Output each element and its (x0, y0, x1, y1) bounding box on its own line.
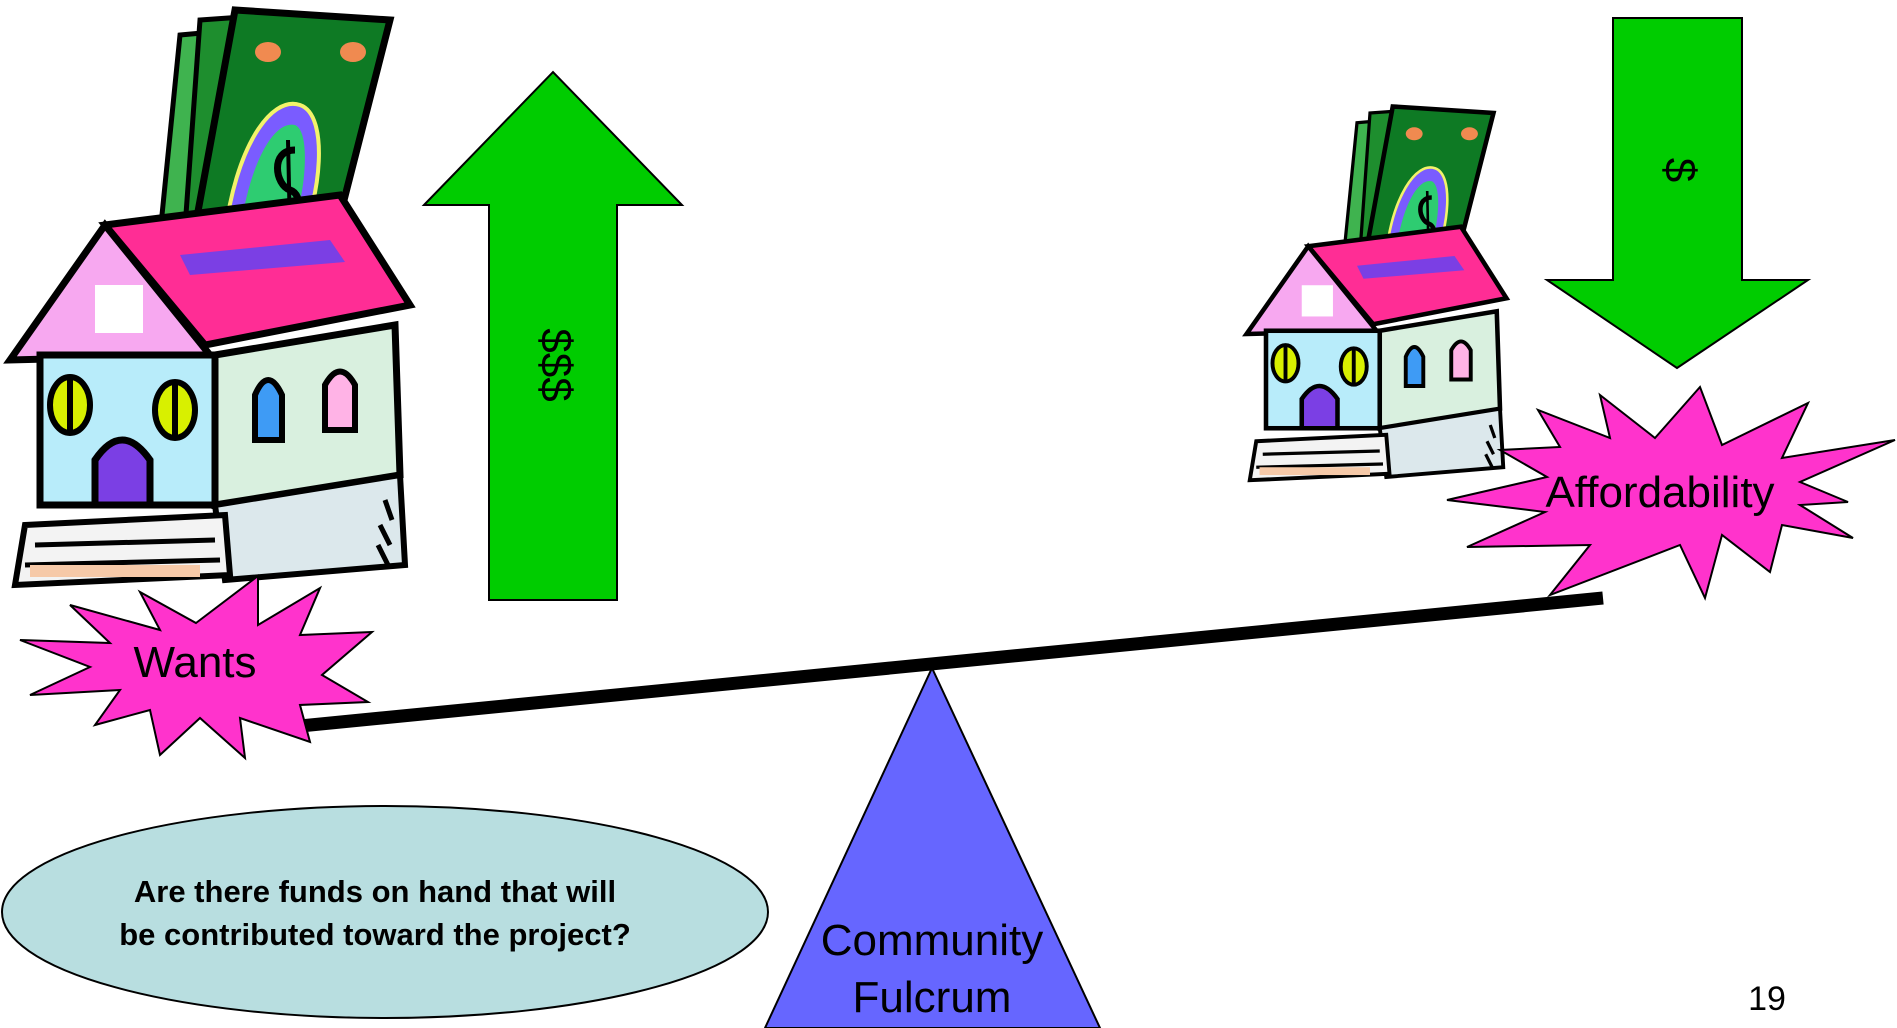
up-arrow-icon (421, 70, 685, 601)
wants-starburst (19, 573, 375, 761)
fulcrum-label-line1: Community (821, 916, 1044, 965)
down-arrow-label: $ (1655, 158, 1704, 182)
affordability-label: Affordability (1545, 468, 1774, 517)
question-line1: Are there funds on hand that will (134, 874, 616, 909)
balance-beam (289, 591, 1604, 734)
fulcrum-label-line2: Fulcrum (853, 973, 1012, 1022)
question-oval (1, 805, 769, 1019)
small-house-icon (1247, 107, 1507, 481)
wants-label: Wants (133, 638, 256, 687)
large-house-icon (10, 10, 410, 585)
affordability-starburst (1446, 385, 1896, 601)
page-number: 19 (1748, 980, 1786, 1018)
up-arrow-label: $$$ (531, 328, 580, 401)
down-arrow-icon (1543, 17, 1812, 370)
question-line2: be contributed toward the project? (119, 917, 631, 952)
fulcrum-triangle (763, 665, 1102, 1028)
